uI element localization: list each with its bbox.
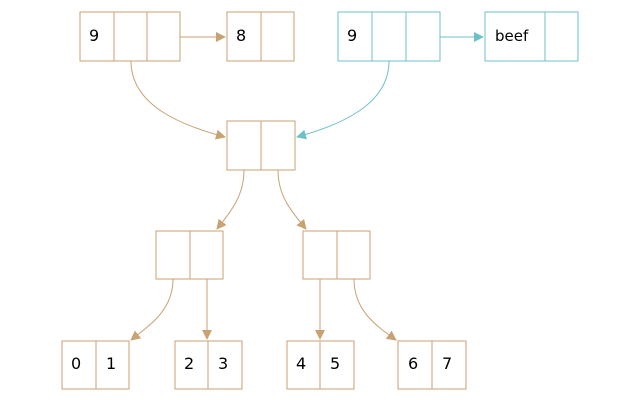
tree-leaf-3: 6 7	[397, 340, 467, 390]
leaf-2-left-value: 4	[296, 354, 306, 373]
tree-leaf-1: 2 3	[174, 340, 243, 390]
internal-left-cell-b	[189, 230, 224, 280]
right-next-value: beef	[495, 27, 529, 45]
left-head-next-cell	[146, 11, 181, 62]
left-head-value-cell	[79, 11, 115, 62]
internal-right-cell-a	[302, 230, 338, 280]
right-list-head-node: 9	[337, 11, 441, 62]
leaf-0-cell-right	[95, 340, 130, 390]
leaf-2-right-value: 5	[330, 354, 340, 373]
leaf-3-left-value: 6	[408, 354, 418, 373]
right-head-pointer-cell	[371, 11, 407, 62]
internal-right-to-leaf-3-arrow	[353, 278, 397, 341]
root-to-right-internal-arrow	[277, 169, 307, 230]
right-list-next-node: beef	[484, 11, 579, 62]
left-list-next-node: 8	[226, 11, 295, 62]
right-head-value-cell	[337, 11, 373, 62]
leaf-3-right-value: 7	[442, 354, 452, 373]
left-head-pointer-cell	[113, 11, 148, 62]
left-list-to-root-arrow	[130, 60, 226, 140]
left-next-pointer-cell	[260, 11, 295, 62]
left-next-value-cell	[226, 11, 262, 62]
leaf-2-cell-right	[319, 340, 355, 390]
internal-right-cell-b	[336, 230, 371, 280]
tree-leaf-2: 4 5	[286, 340, 355, 390]
internal-left-to-leaf-0-arrow	[130, 278, 174, 341]
tree-internal-node-right	[302, 230, 371, 280]
leaf-2-cell-left	[286, 340, 321, 390]
right-next-pointer-cell	[544, 11, 579, 62]
leaf-3-cell-right	[431, 340, 467, 390]
internal-left-cell-a	[155, 230, 191, 280]
tree-root-node	[226, 120, 296, 171]
root-to-left-internal-arrow	[216, 169, 245, 230]
leaf-1-cell-right	[207, 340, 243, 390]
leaf-0-left-value: 0	[71, 354, 81, 373]
leaf-1-cell-left	[174, 340, 209, 390]
right-list-to-root-arrow	[296, 60, 390, 140]
leaf-0-right-value: 1	[106, 354, 116, 373]
right-head-value: 9	[347, 26, 357, 45]
leaf-1-left-value: 2	[184, 354, 194, 373]
right-head-next-cell	[405, 11, 441, 62]
root-right-cell	[260, 120, 296, 171]
left-list-head-node: 9	[79, 11, 181, 62]
tree-leaf-0: 0 1	[61, 340, 130, 390]
root-left-cell	[226, 120, 262, 171]
tree-internal-node-left	[155, 230, 224, 280]
left-next-value: 8	[236, 26, 246, 45]
leaf-1-right-value: 3	[218, 354, 228, 373]
leaf-3-cell-left	[397, 340, 433, 390]
left-head-value: 9	[89, 26, 99, 45]
